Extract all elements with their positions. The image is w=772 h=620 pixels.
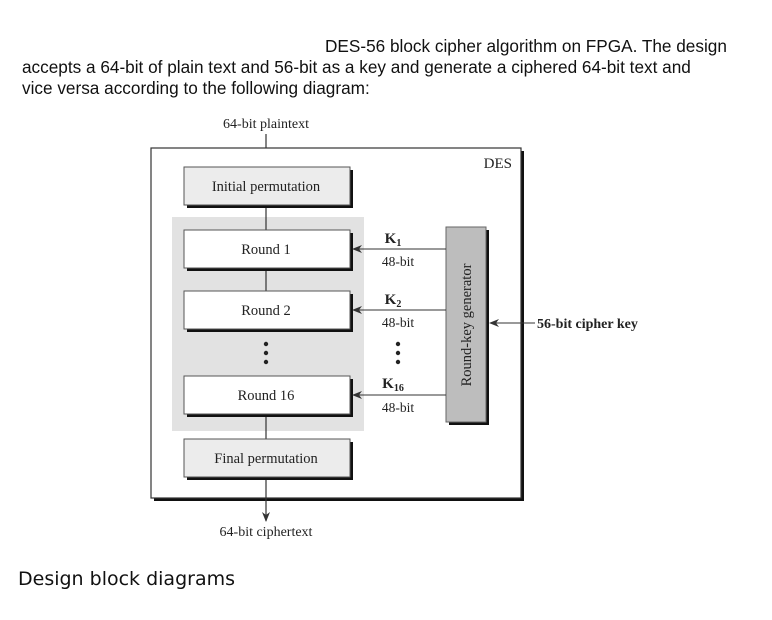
k16-label: K16 xyxy=(382,376,404,394)
rounds-ellipsis xyxy=(263,341,269,365)
k16-subscript: 16 xyxy=(394,383,404,394)
figure-caption: Design block diagrams xyxy=(18,568,235,590)
intro-line-1: DES-56 block cipher algorithm on FPGA. T… xyxy=(325,36,727,56)
intro-line-2: accepts a 64-bit of plain text and 56-bi… xyxy=(22,57,691,77)
k1-subscript: 1 xyxy=(396,238,401,249)
cipher-key-label: 56-bit cipher key xyxy=(537,317,638,332)
k2-subscript: 2 xyxy=(396,299,401,310)
key-generator-label: Round-key generator xyxy=(459,263,475,386)
keys-ellipsis xyxy=(395,341,401,365)
k1-letter: K xyxy=(385,231,397,247)
initial-permutation-box xyxy=(183,166,351,206)
round-2-box xyxy=(183,290,351,330)
final-permutation-label: Final permutation xyxy=(214,451,318,467)
plaintext-label: 64-bit plaintext xyxy=(223,117,309,132)
final-permutation-box xyxy=(183,438,351,478)
round-1-box xyxy=(183,229,351,269)
k2-size: 48-bit xyxy=(382,315,414,330)
des-label: DES xyxy=(484,156,512,172)
round-16-box xyxy=(183,375,351,415)
k2-label: K2 xyxy=(385,292,402,310)
intro-line-3: vice versa according to the following di… xyxy=(22,78,370,98)
round-16-label: Round 16 xyxy=(238,388,295,404)
ciphertext-label: 64-bit ciphertext xyxy=(220,525,313,540)
k1-size: 48-bit xyxy=(382,254,414,269)
k2-letter: K xyxy=(385,292,397,308)
round-1-label: Round 1 xyxy=(241,242,291,258)
k16-size: 48-bit xyxy=(382,400,414,415)
initial-permutation-label: Initial permutation xyxy=(212,179,321,195)
k1-label: K1 xyxy=(385,231,402,249)
intro-paragraph: DES-56 block cipher algorithm on FPGA. T… xyxy=(22,36,762,99)
k16-letter: K xyxy=(382,376,394,392)
round-2-label: Round 2 xyxy=(241,303,291,319)
key-generator-box xyxy=(445,226,487,423)
